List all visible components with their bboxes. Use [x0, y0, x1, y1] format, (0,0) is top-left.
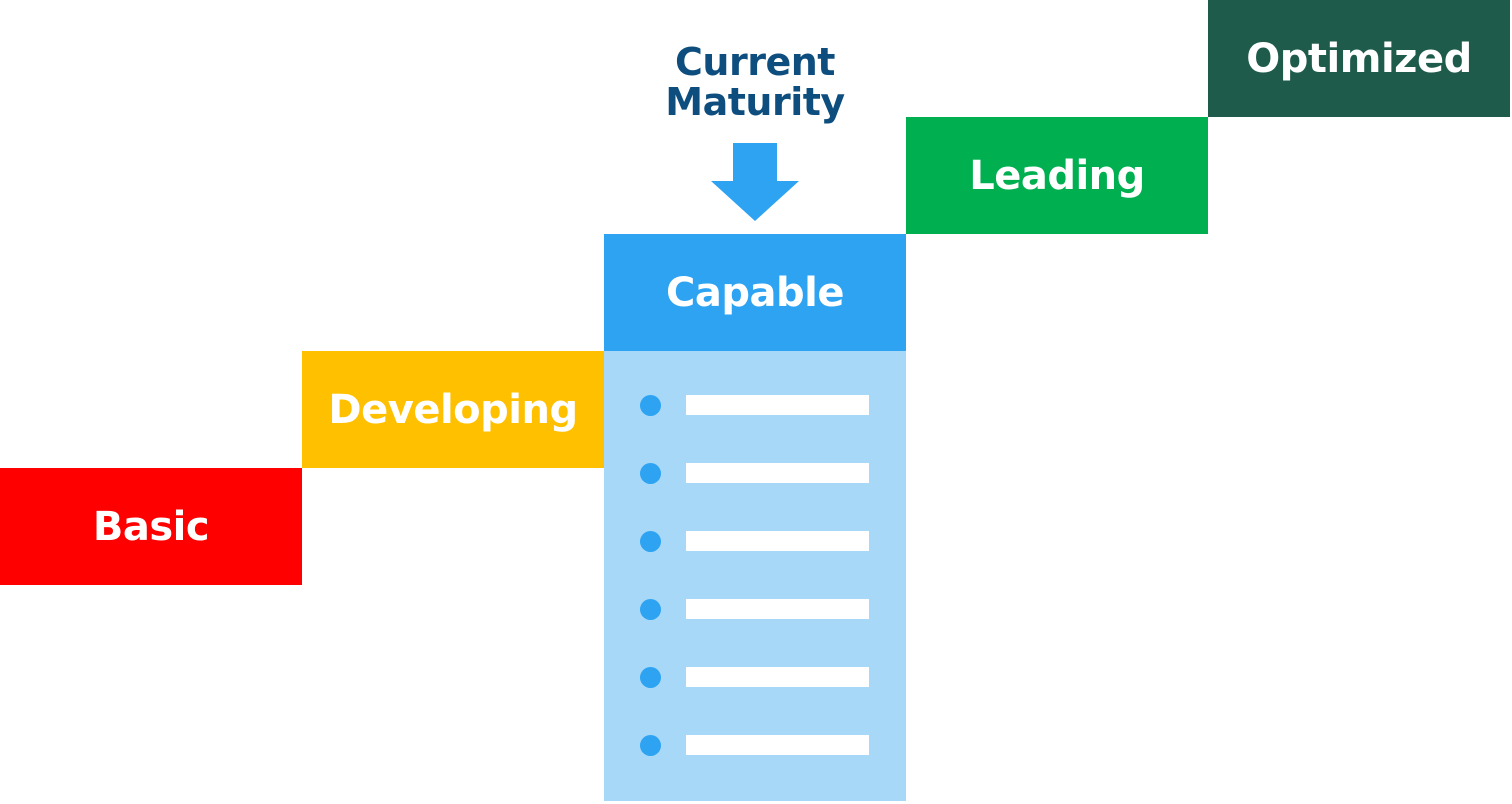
detail-list-item [604, 735, 906, 756]
detail-list-item [604, 395, 906, 416]
stage-label: Leading [969, 152, 1145, 199]
detail-list-item [604, 599, 906, 620]
placeholder-text-bar [686, 667, 869, 687]
placeholder-text-bar [686, 531, 869, 551]
bullet-icon [640, 735, 661, 756]
placeholder-text-bar [686, 463, 869, 483]
bullet-icon [640, 599, 661, 620]
bullet-icon [640, 531, 661, 552]
stage-leading: Leading [906, 117, 1208, 234]
callout-line-2: Maturity [665, 80, 845, 124]
bullet-icon [640, 667, 661, 688]
current-stage-details-panel [604, 351, 906, 801]
stage-basic: Basic [0, 468, 302, 585]
current-maturity-label: Current Maturity [620, 42, 890, 122]
stage-optimized: Optimized [1208, 0, 1510, 117]
stage-label: Basic [92, 503, 210, 550]
stage-capable: Capable [604, 234, 906, 351]
down-arrow-icon [711, 143, 799, 221]
placeholder-text-bar [686, 599, 869, 619]
bullet-icon [640, 463, 661, 484]
bullet-icon [640, 395, 661, 416]
callout-line-1: Current [675, 40, 835, 84]
detail-list-item [604, 531, 906, 552]
stage-label: Developing [328, 386, 578, 433]
placeholder-text-bar [686, 735, 869, 755]
stage-developing: Developing [302, 351, 604, 468]
placeholder-text-bar [686, 395, 869, 415]
detail-list-item [604, 463, 906, 484]
stage-label: Capable [666, 269, 844, 316]
stage-label: Optimized [1246, 35, 1472, 82]
detail-list-item [604, 667, 906, 688]
